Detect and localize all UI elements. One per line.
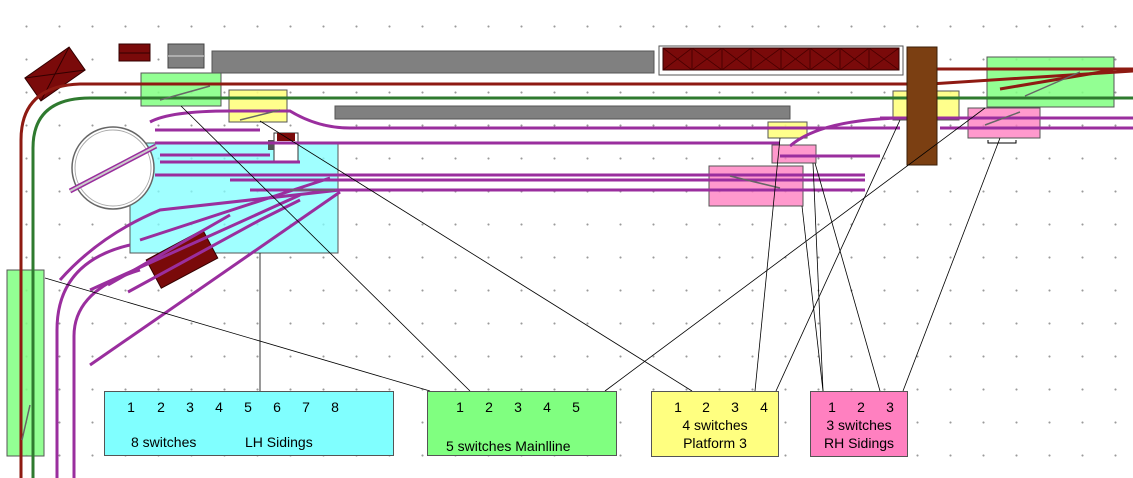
leader-lines: [44, 105, 1001, 392]
mainline-switch-4[interactable]: 4: [543, 399, 551, 415]
rh-sidings-panel[interactable]: 1 2 3 3 switches RH Sidings: [810, 391, 908, 457]
platform3-panel-name: Platform 3: [683, 435, 747, 451]
rh-switch-3[interactable]: 3: [886, 399, 894, 415]
lh-switch-2[interactable]: 2: [157, 399, 165, 415]
platform3-switch-count: 4 switches: [682, 417, 748, 433]
main-loop-tracks: [19, 67, 1133, 478]
mainline-switch-2[interactable]: 2: [485, 399, 493, 415]
structures: [24, 43, 904, 289]
yard-tracks: [58, 109, 1133, 367]
rh-switch-2[interactable]: 2: [857, 399, 865, 415]
platform3-panel[interactable]: 1 2 3 4 4 switches Platform 3: [651, 391, 779, 457]
lh-panel-name: LH Sidings: [245, 434, 313, 450]
lh-switch-5[interactable]: 5: [244, 399, 252, 415]
rh-sidings-zone-c: [967, 107, 1041, 139]
turntable: [68, 126, 158, 210]
lh-switch-count: 8 switches: [131, 434, 197, 450]
mainline-panel-label: 5 switches Mainlline: [446, 438, 571, 454]
station-building-corner: [24, 46, 86, 102]
platform3-switch-4[interactable]: 4: [760, 399, 768, 415]
goods-shed: [658, 45, 904, 76]
mainline-zone-left: [140, 72, 222, 107]
platform3-switch-2[interactable]: 2: [702, 399, 710, 415]
lh-switch-7[interactable]: 7: [302, 399, 310, 415]
turnout-marks: [21, 71, 1081, 441]
mainline-switch-1[interactable]: 1: [456, 399, 464, 415]
rh-switch-count: 3 switches: [826, 417, 892, 433]
rh-switch-1[interactable]: 1: [828, 399, 836, 415]
platform3-switch-3[interactable]: 3: [731, 399, 739, 415]
rh-sidings-zone-a: [708, 165, 804, 207]
mainline-zone-vertical: [6, 269, 45, 457]
platform3-zone-a: [228, 89, 288, 123]
mainline-panel[interactable]: 1 2 3 4 5 5 switches Mainlline: [427, 391, 617, 456]
rh-panel-name: RH Sidings: [823, 435, 895, 451]
lh-switch-8[interactable]: 8: [331, 399, 339, 415]
lh-switch-6[interactable]: 6: [273, 399, 281, 415]
lh-switch-3[interactable]: 3: [186, 399, 194, 415]
platform3-zone-b: [767, 121, 808, 139]
mainline-switch-5[interactable]: 5: [572, 399, 580, 415]
rh-sidings-zone-b: [771, 144, 817, 164]
mainline-switch-3[interactable]: 3: [514, 399, 522, 415]
island-platform: [334, 105, 791, 120]
road-bridge: [906, 46, 938, 166]
lh-sidings-panel[interactable]: 1 2 3 4 5 6 7 8 8 switches LH Sidings: [104, 391, 394, 456]
lh-sidings-zone: [129, 142, 339, 254]
platform3-switch-1[interactable]: 1: [674, 399, 682, 415]
main-platform: [211, 50, 655, 74]
lh-switch-1[interactable]: 1: [127, 399, 135, 415]
lh-switch-4[interactable]: 4: [215, 399, 223, 415]
